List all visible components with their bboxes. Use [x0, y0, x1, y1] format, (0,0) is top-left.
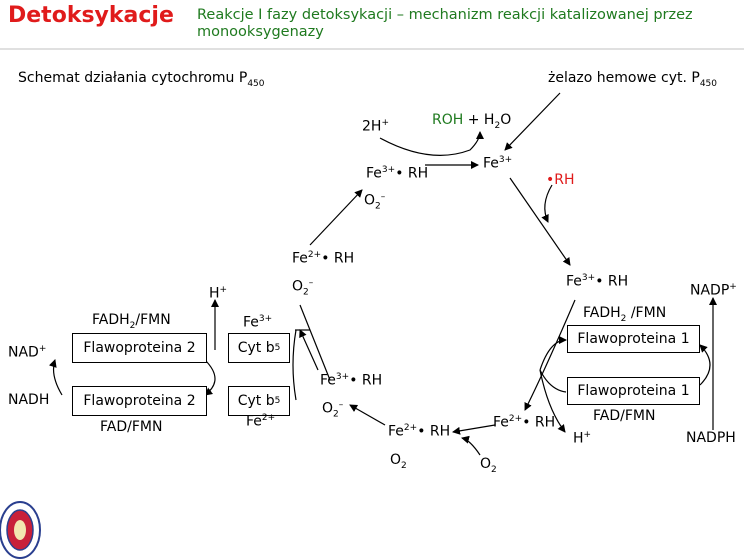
h-plus-right-arrow: [539, 369, 566, 433]
fad-fmn-right: FAD/FMN: [593, 408, 656, 424]
two-h-plus: 2H+: [362, 118, 389, 135]
cyt-b5-connector: [292, 329, 297, 401]
nadh-to-nad-arrow: [48, 359, 63, 396]
nadp-plus: NADP+: [690, 282, 737, 299]
nadph: NADPH: [686, 430, 736, 446]
o2-minus-lower: O2–: [322, 400, 344, 420]
slide-title: Detoksykacje: [8, 3, 174, 28]
fadh2-fmn-left: FADH2/FMN: [92, 312, 171, 331]
o2-free: O2: [480, 456, 497, 475]
heme-pointer-arrow: [504, 92, 561, 151]
roh-h2o: ROH + H2O: [432, 112, 512, 131]
flavoprotein-2-top-box: Flawoproteina 2: [72, 333, 207, 363]
heme-iron-label: żelazo hemowe cyt. P450: [548, 70, 717, 89]
o2-binding-arrow: [452, 424, 496, 435]
electron2-arrow: [349, 404, 386, 426]
reduction1-arrow: [524, 299, 576, 411]
h-plus-right: H+: [573, 430, 592, 447]
fp1-recycle-arrow: [699, 344, 711, 386]
fe2-cyt-label: Fe2+: [246, 413, 276, 430]
header-divider: [0, 48, 744, 50]
fe2-rh-o2-bottom: Fe2+• RH: [388, 423, 451, 440]
fad-fmn-left: FAD/FMN: [100, 419, 163, 435]
substrate-binding-arrow: [509, 177, 571, 266]
slide-subtitle: Reakcje I fazy detoksykacji – mechanizm …: [197, 7, 693, 40]
o2-entry-arrow: [461, 435, 481, 456]
o2-minus-upper: O2–: [292, 278, 314, 298]
fe3-rh-lower: Fe3+• RH: [320, 372, 383, 389]
fe3-top: Fe3+: [483, 155, 513, 172]
fe3-rh-peroxo: Fe3+• RH: [366, 165, 429, 182]
o2-minus-top: O2–: [364, 192, 386, 212]
rh-entry-arrow: [541, 184, 553, 223]
to-peroxo-arrow: [309, 189, 363, 246]
fe2-rh-o2-upper: Fe2+• RH: [292, 250, 355, 267]
scheme-label: Schemat działania cytochromu P450: [18, 70, 265, 89]
university-seal-logo: [0, 501, 41, 559]
fe3-rh-right: Fe3+• RH: [566, 273, 629, 290]
nad-plus: NAD+: [8, 344, 47, 361]
flavoprotein-2-bottom-box: Flawoproteina 2: [72, 386, 207, 416]
fp1-bottom-link: [539, 369, 567, 393]
fe3-cyt-label: Fe3+: [243, 314, 273, 331]
rh-substrate: •RH: [546, 172, 575, 188]
fp1-top-link: [539, 336, 567, 371]
fadh2-fmn-right: FADH2 /FMN: [583, 305, 667, 324]
flavoprotein-1-top-box: Flawoproteina 1: [567, 325, 700, 353]
flavoprotein-1-bottom-box: Flawoproteina 1: [567, 377, 700, 405]
roh-release-arrow: [379, 131, 484, 156]
o2-bottom-bound: O2: [390, 452, 407, 471]
fe2-rh-right: Fe2+• RH: [493, 414, 556, 431]
fp2-to-cyt-arrow: [204, 359, 216, 396]
h-plus-left: H+: [209, 285, 228, 302]
cyt-link-arrow: [299, 304, 331, 381]
nadh: NADH: [8, 392, 50, 408]
reduction2-arrow: [299, 329, 319, 371]
